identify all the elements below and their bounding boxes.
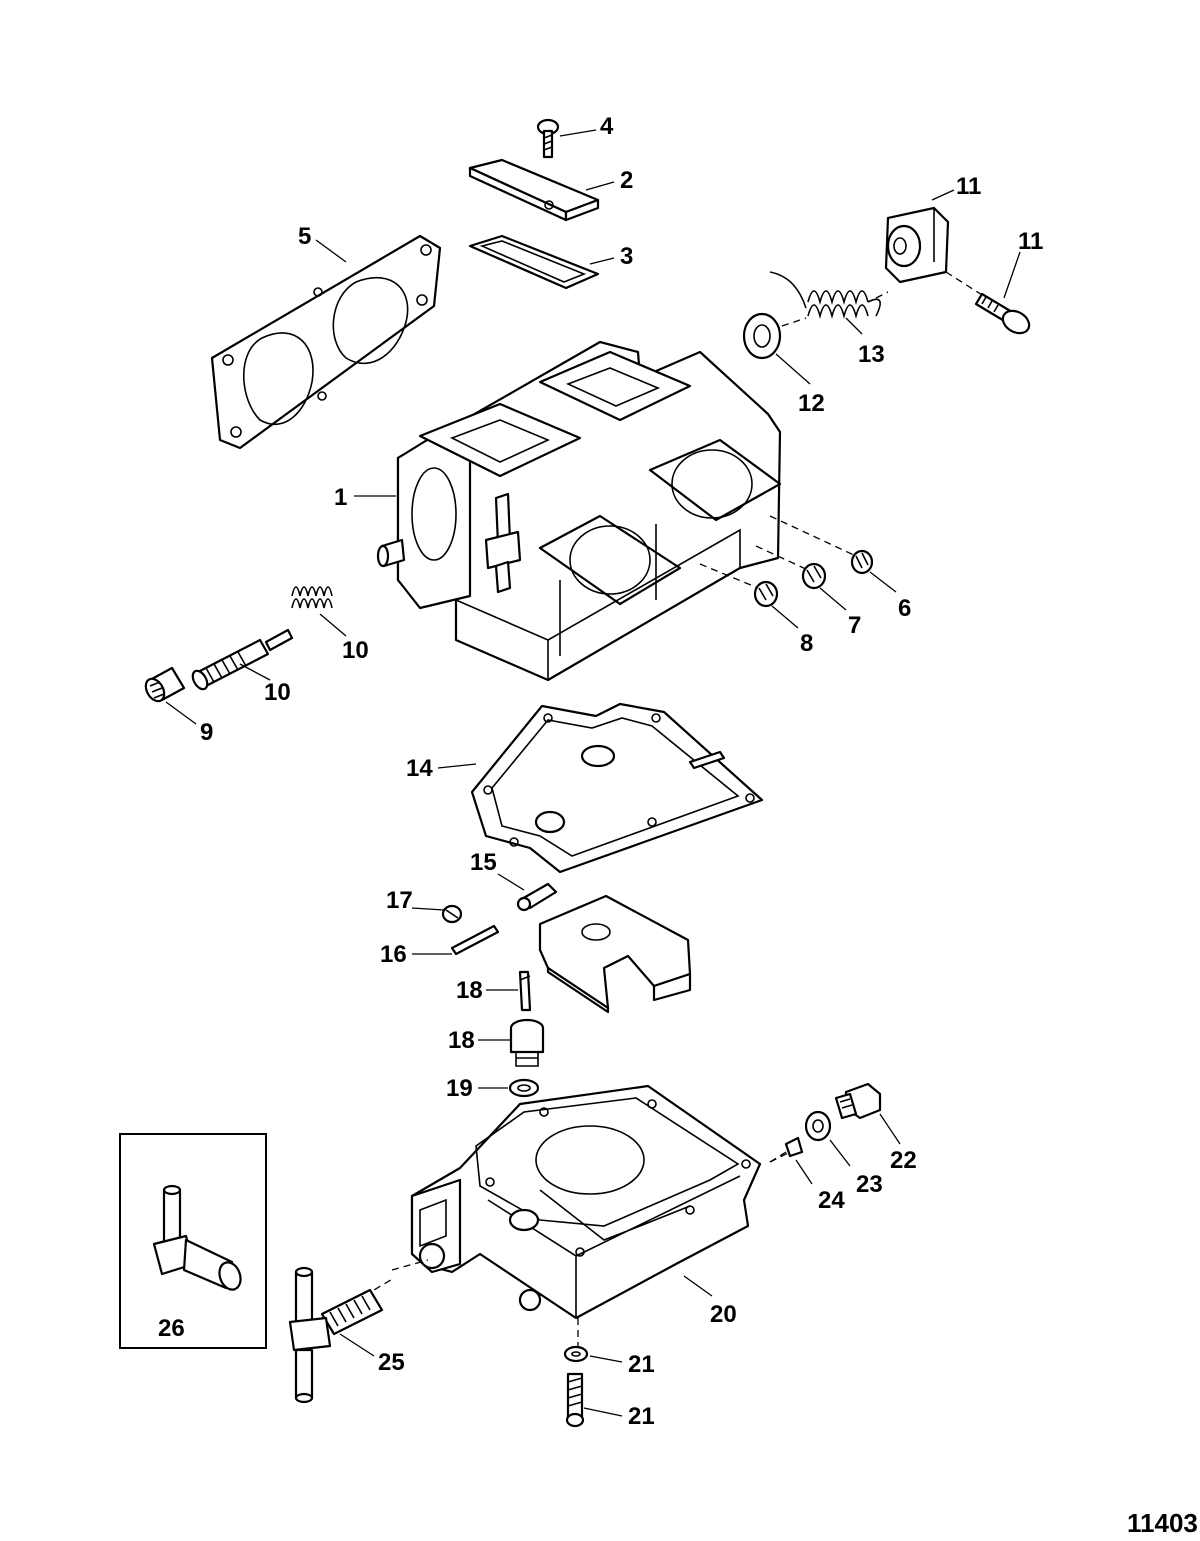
part-26-inset-box bbox=[119, 1133, 267, 1349]
label-13: 13 bbox=[858, 341, 885, 368]
label-22: 22 bbox=[890, 1147, 917, 1174]
part-17-clip bbox=[441, 904, 463, 924]
part-2-cover-plate bbox=[468, 158, 600, 222]
part-22-bolt bbox=[834, 1082, 882, 1120]
part-10-spring bbox=[291, 586, 333, 609]
part-12-washer bbox=[742, 312, 807, 360]
part-3-gasket bbox=[468, 234, 600, 290]
label-2: 2 bbox=[620, 167, 633, 194]
part-7-plug bbox=[801, 562, 827, 590]
label-10-needle: 10 bbox=[264, 679, 291, 706]
part-16-pin bbox=[450, 924, 500, 956]
label-14: 14 bbox=[406, 755, 433, 782]
part-11-screw bbox=[945, 271, 1031, 335]
part-13-spring bbox=[769, 271, 889, 320]
label-9: 9 bbox=[200, 719, 213, 746]
label-3: 3 bbox=[620, 243, 633, 270]
label-20: 20 bbox=[710, 1301, 737, 1328]
part-21-washer bbox=[563, 1345, 589, 1363]
label-1: 1 bbox=[334, 484, 347, 511]
label-19: 19 bbox=[446, 1075, 473, 1102]
part-15-float bbox=[516, 882, 692, 1014]
label-11-screw: 11 bbox=[1018, 228, 1043, 255]
label-15: 15 bbox=[470, 849, 497, 876]
part-5-flange-gasket bbox=[210, 234, 442, 450]
part-6-plug bbox=[850, 549, 874, 575]
label-21-washer: 21 bbox=[628, 1351, 655, 1378]
part-4-screw bbox=[536, 118, 560, 159]
part-14-gasket bbox=[470, 702, 764, 874]
part-21-screw bbox=[565, 1372, 585, 1428]
label-11-housing: 11 bbox=[956, 173, 981, 200]
label-18-needle: 18 bbox=[456, 977, 483, 1004]
label-18-seat: 18 bbox=[448, 1027, 475, 1054]
label-6: 6 bbox=[898, 595, 911, 622]
label-5: 5 bbox=[298, 223, 311, 250]
label-12: 12 bbox=[798, 390, 825, 417]
part-20-float-bowl bbox=[391, 1084, 791, 1346]
part-8-plug bbox=[753, 580, 779, 608]
label-4: 4 bbox=[600, 113, 614, 140]
part-18-needle bbox=[518, 970, 532, 1012]
label-23: 23 bbox=[856, 1171, 883, 1198]
leader-lines bbox=[165, 129, 1021, 1417]
part-19-washer bbox=[508, 1078, 540, 1098]
part-18-seat bbox=[509, 1018, 545, 1067]
label-25: 25 bbox=[378, 1349, 405, 1376]
label-7: 7 bbox=[848, 612, 861, 639]
label-26: 26 bbox=[158, 1315, 185, 1342]
label-24: 24 bbox=[818, 1187, 845, 1214]
part-23-washer bbox=[804, 1110, 832, 1142]
part-25-fitting bbox=[288, 1266, 395, 1404]
label-16: 16 bbox=[380, 941, 407, 968]
label-8: 8 bbox=[800, 630, 813, 657]
label-17: 17 bbox=[386, 887, 413, 914]
figure-number: 11403 bbox=[1127, 1508, 1198, 1538]
part-9-cap bbox=[144, 666, 186, 703]
part-10-needle bbox=[191, 628, 294, 691]
part-11-lever-housing bbox=[884, 206, 950, 284]
label-21-screw: 21 bbox=[628, 1403, 655, 1430]
part-24-jet bbox=[769, 1136, 804, 1163]
label-10-spring: 10 bbox=[342, 637, 369, 664]
part-1-carburetor-body bbox=[376, 340, 857, 682]
